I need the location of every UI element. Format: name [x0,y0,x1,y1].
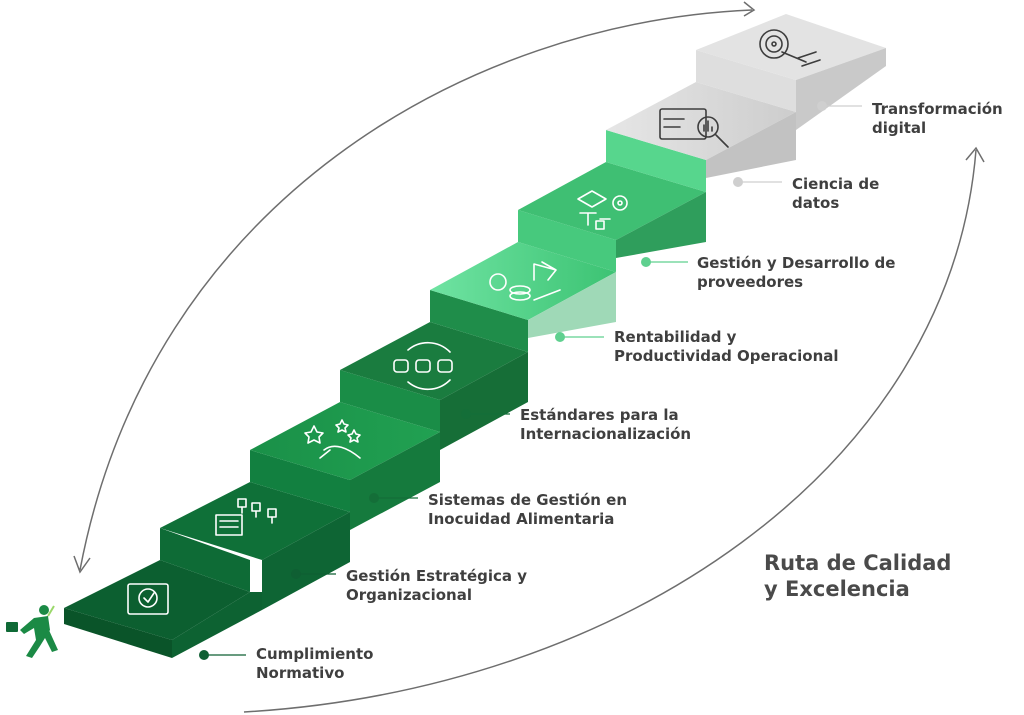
step-label-4: Estándares para la Internacionalización [520,406,692,443]
arrow-curve-bottom [243,149,977,713]
running-businessman-icon [6,605,58,658]
cycle-arrows [73,1,985,713]
step-6 [518,130,706,258]
hand-stars-icon [304,419,361,459]
step-label-7: Ciencia de datos [792,175,880,212]
step-3 [250,370,440,530]
step-label-8: Transformación digital [872,100,1003,137]
connector-dot-8 [817,101,827,111]
step-5 [430,210,616,338]
connector-dot-2 [291,569,301,579]
connector-dot-3 [369,493,379,503]
touch-target-icon [759,29,821,67]
arrow-head-top [73,555,91,574]
connector-dot-7 [733,177,743,187]
step-2 [160,450,350,610]
coins-growth-icon [489,261,561,301]
step-label-5: Rentabilidad y Productividad Operacional [614,328,839,365]
connector-dot-1 [199,650,209,660]
label-connectors [199,101,862,660]
org-chart-document-icon [215,498,277,536]
step-label-1: Cumplimiento Normativo [256,645,374,682]
step-label-6: Gestión y Desarrollo de proveedores [697,254,896,291]
connector-dot-6 [641,257,651,267]
connector-dot-4 [461,409,471,419]
data-analysis-icon [659,108,729,148]
arrow-curve-top [79,9,753,571]
step-4 [340,290,528,450]
step-label-2: Gestión Estratégica y Organizacional [346,567,528,604]
book-check-icon [127,583,169,615]
step-icons [127,29,821,615]
route-title: Ruta de Calidad y Excelencia [764,551,952,601]
arrow-head-bottom [965,146,985,163]
arrow-head-start [743,1,756,17]
supply-network-icon [577,190,628,230]
process-cycle-icon [393,341,453,391]
step-label-3: Sistemas de Gestión en Inocuidad Aliment… [428,491,628,528]
connector-dot-5 [555,332,565,342]
